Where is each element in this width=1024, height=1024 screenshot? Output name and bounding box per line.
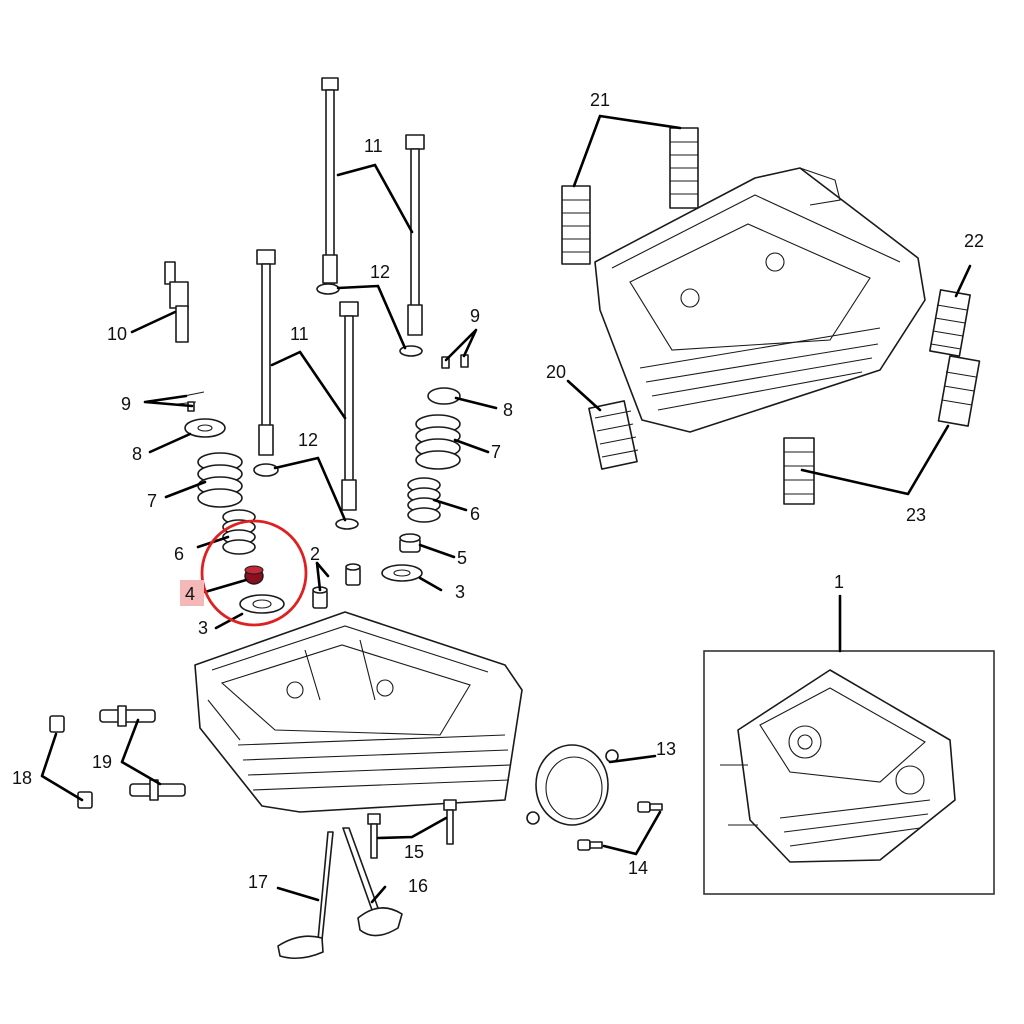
valve-stem-seal-highlighted xyxy=(244,565,264,585)
stud-19-upper xyxy=(99,705,156,727)
valve-cotter-left xyxy=(173,391,205,412)
outer-spring-right xyxy=(415,414,461,470)
label-10: 10 xyxy=(107,324,127,344)
label-16: 16 xyxy=(408,876,428,896)
inner-spring-right xyxy=(407,477,441,523)
push-rod-lower-right xyxy=(339,301,359,511)
label-15: 15 xyxy=(404,842,424,862)
label-12-middle: 12 xyxy=(298,430,318,450)
cylinder-head-upper xyxy=(594,167,926,433)
damper-block-23-lower xyxy=(783,437,815,505)
label-18: 18 xyxy=(12,768,32,788)
cylinder-head-assembly xyxy=(720,669,956,863)
label-9-left: 9 xyxy=(121,394,131,414)
spring-retainer-right xyxy=(427,387,461,405)
label-12-top: 12 xyxy=(370,262,390,282)
label-8-left: 8 xyxy=(132,444,142,464)
valve-guide-pair xyxy=(312,563,361,609)
spark-plug xyxy=(164,261,189,343)
callout-labels: 1 2 3 3 4 5 6 6 7 7 8 8 9 9 10 11 11 12 … xyxy=(12,90,984,896)
intake-valve xyxy=(277,831,334,960)
label-11-middle: 11 xyxy=(290,324,309,344)
label-3-left: 3 xyxy=(198,618,208,638)
washer-12-c xyxy=(253,463,279,477)
push-rod-upper-right xyxy=(405,134,425,336)
damper-block-23-upper xyxy=(937,355,981,427)
highlight-label-background xyxy=(180,580,204,606)
washer-12-a xyxy=(316,283,340,295)
inner-spring-left xyxy=(222,509,256,555)
outer-spring-left xyxy=(197,452,243,508)
cylinder-head-lower xyxy=(194,611,523,813)
washer-12-b xyxy=(399,345,423,357)
spring-seat-left xyxy=(239,594,285,614)
leader-lines xyxy=(40,114,972,904)
dowel-pin-18-lower xyxy=(77,791,93,809)
label-6-right: 6 xyxy=(470,504,480,524)
label-7-left: 7 xyxy=(147,491,157,511)
label-19: 19 xyxy=(92,752,112,772)
label-8-right: 8 xyxy=(503,400,513,420)
push-rod-upper-left xyxy=(321,77,339,286)
cover-screw-lower xyxy=(577,839,603,851)
exhaust-valve xyxy=(342,827,403,937)
label-7-right: 7 xyxy=(491,442,501,462)
label-9-right: 9 xyxy=(470,306,480,326)
label-6-left: 6 xyxy=(174,544,184,564)
label-21: 21 xyxy=(590,90,610,110)
label-4: 4 xyxy=(185,584,195,604)
highlight-circle xyxy=(200,519,308,627)
washer-12-d xyxy=(335,518,359,530)
label-2: 2 xyxy=(310,544,320,564)
damper-block-20 xyxy=(588,400,639,470)
label-1: 1 xyxy=(834,572,844,592)
label-22: 22 xyxy=(964,231,984,251)
spring-seat-right xyxy=(381,564,423,582)
damper-block-22 xyxy=(929,289,971,357)
damper-block-21-left xyxy=(561,185,591,265)
valve-stem-seal-right xyxy=(399,533,421,553)
label-3-right: 3 xyxy=(455,582,465,602)
damper-block-21-right xyxy=(669,127,699,209)
cover-screw-upper xyxy=(637,801,663,813)
bolt-15-right xyxy=(443,799,457,845)
bolt-15-left xyxy=(367,813,381,859)
label-5: 5 xyxy=(457,548,467,568)
label-20: 20 xyxy=(546,362,566,382)
label-13: 13 xyxy=(656,739,676,759)
spring-retainer-left xyxy=(184,418,226,438)
side-cover xyxy=(526,744,619,826)
label-14: 14 xyxy=(628,858,648,878)
label-23: 23 xyxy=(906,505,926,525)
dowel-pin-18-upper xyxy=(49,715,65,733)
label-11-top: 11 xyxy=(364,136,383,156)
push-rod-lower-left xyxy=(256,249,276,456)
label-17: 17 xyxy=(248,872,268,892)
